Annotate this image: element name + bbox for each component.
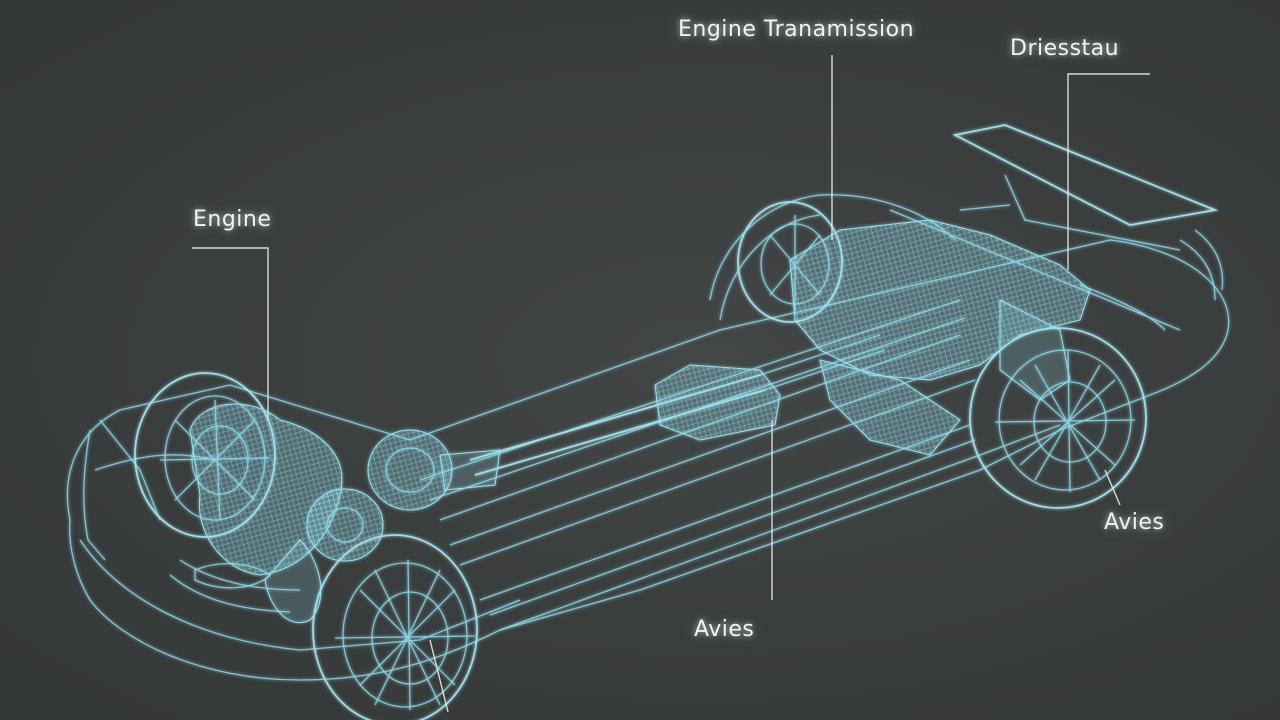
label-engine: Engine — [193, 207, 272, 232]
leader-axles-front — [429, 639, 449, 713]
transmission-block — [654, 364, 781, 441]
front-right-wheel — [312, 534, 478, 720]
leader-lines — [192, 55, 1150, 713]
leader-driveshaft — [1067, 73, 1150, 270]
leader-engine — [192, 247, 269, 420]
label-axles-rear: Avies — [1104, 510, 1165, 535]
rear-right-wheel — [969, 327, 1147, 509]
label-engine-transmission: Engine Tranamission — [678, 17, 915, 42]
rear-engine-cluster — [789, 219, 1091, 456]
leader-axles-rear — [1104, 469, 1121, 506]
label-driveshaft: Driesstau — [1010, 36, 1120, 61]
label-axles-center: Avies — [694, 617, 755, 642]
front-engine-assembly — [189, 403, 501, 624]
